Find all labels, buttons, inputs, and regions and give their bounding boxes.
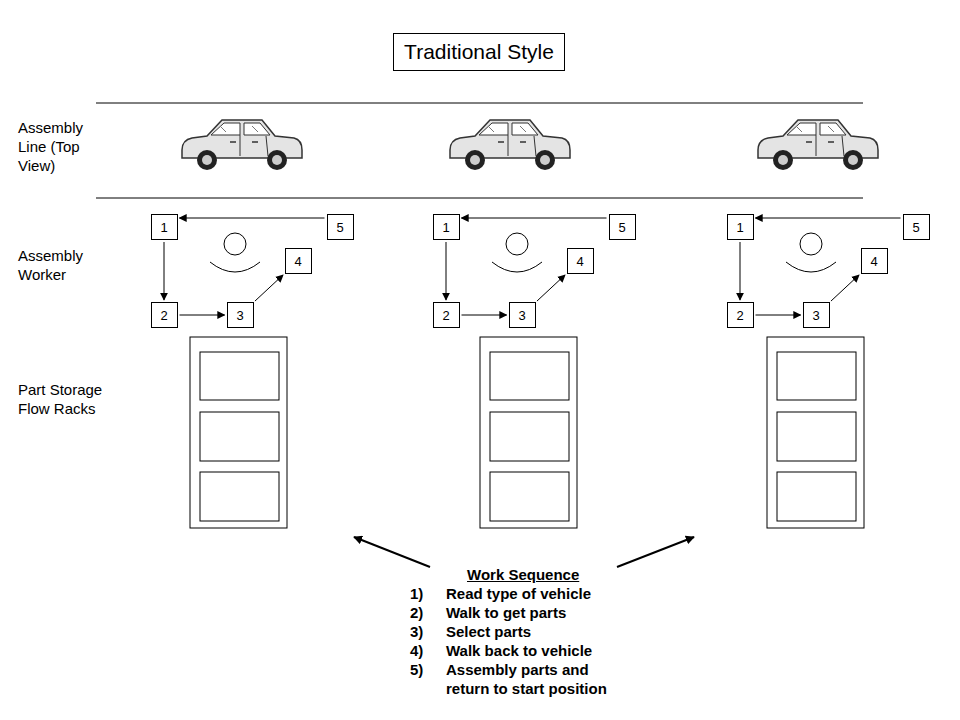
title-box: Traditional Style [393,33,565,71]
flow-rack [190,337,287,528]
flow-arrow [180,315,225,316]
line-edge [96,198,863,199]
car [450,120,570,170]
step-number: 2 [160,308,167,323]
step-number: 3 [812,308,819,323]
worker [492,233,542,272]
sequence-text: Assembly parts and return to start posit… [446,660,628,698]
flow-arrow [537,275,565,301]
step-box: 4 [285,248,312,274]
step-number: 2 [442,308,449,323]
worker [786,233,836,272]
car [182,120,302,170]
flow-arrow [831,275,859,301]
step-number: 4 [294,254,301,269]
step-box: 3 [803,302,830,328]
step-number: 5 [618,220,625,235]
step-box: 3 [509,302,536,328]
flow-arrow [462,218,607,219]
step-number: 2 [736,308,743,323]
flow-arrow [756,218,901,219]
step-number: 1 [442,220,449,235]
step-box: 4 [567,248,594,274]
sequence-text: Walk back to vehicle [446,641,628,660]
sequence-text: 4) [410,641,440,660]
step-number: 4 [870,254,877,269]
car [758,120,878,170]
flow-arrow [164,242,165,300]
sequence-text: 2) [410,603,440,622]
step-number: 1 [160,220,167,235]
line-edge [96,103,863,104]
flow-arrow [756,315,801,316]
step-box: 1 [433,214,460,240]
leader-arrow [354,537,430,567]
flow-arrow [740,242,741,300]
sequence-text: Select parts [446,622,628,641]
sequence-text: 3) [410,622,440,641]
step-box: 5 [903,214,930,240]
row-label: Part Storage Flow Racks [18,380,118,418]
flow-rack [767,337,864,528]
step-box: 2 [433,302,460,328]
worker [210,233,260,272]
step-box: 2 [727,302,754,328]
step-number: 5 [336,220,343,235]
flow-arrow [446,242,447,300]
sequence-text: 5) [410,660,440,679]
step-number: 3 [236,308,243,323]
step-box: 5 [609,214,636,240]
step-number: 4 [576,254,583,269]
sequence-text: 1) [410,584,440,603]
title-text: Traditional Style [404,40,554,63]
flow-arrow [180,218,325,219]
step-box: 3 [227,302,254,328]
step-box: 2 [151,302,178,328]
step-box: 1 [727,214,754,240]
flow-arrow [255,275,283,301]
step-box: 1 [151,214,178,240]
row-label: Assembly Line (Top View) [18,118,100,175]
sequence-text: Walk to get parts [446,603,628,622]
flow-arrow [462,315,507,316]
row-label: Assembly Worker [18,246,100,284]
sequence-heading: Work Sequence [467,565,597,584]
step-number: 3 [518,308,525,323]
leader-arrow [617,537,694,567]
step-number: 1 [736,220,743,235]
step-number: 5 [912,220,919,235]
sequence-text: Read type of vehicle [446,584,628,603]
step-box: 5 [327,214,354,240]
step-box: 4 [861,248,888,274]
flow-rack [480,337,577,528]
